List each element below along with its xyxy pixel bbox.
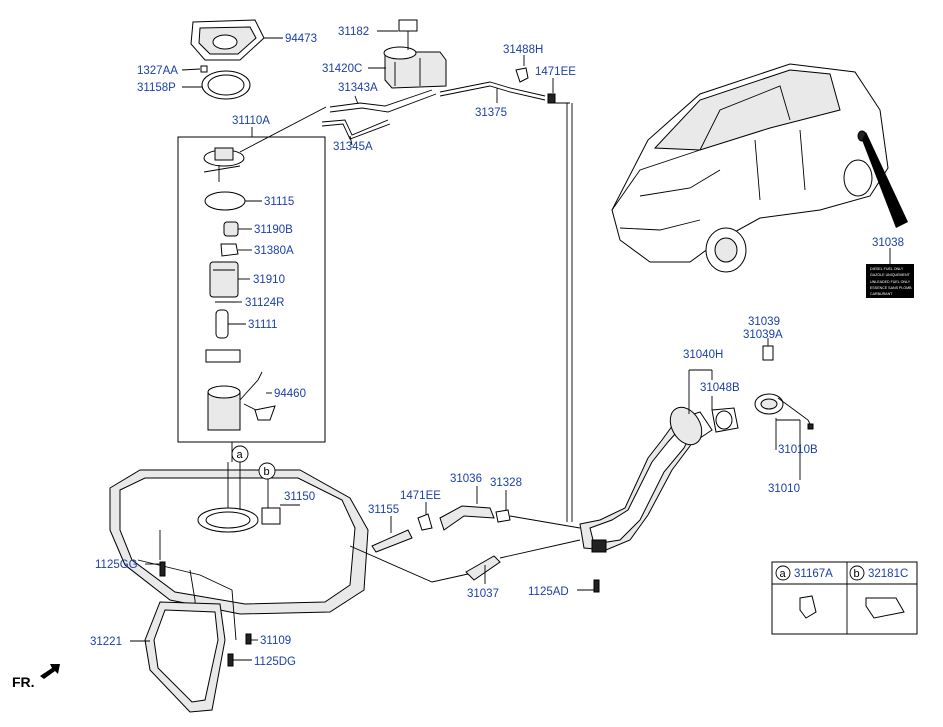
filler-pipe-31040H xyxy=(579,369,713,553)
fuel-label-31038: DIESEL FUEL ONLY GAZOLE UNIQUEMENT UNLEA… xyxy=(866,248,914,298)
svg-text:ESSENCE SANS PLOMB: ESSENCE SANS PLOMB xyxy=(870,286,912,290)
part-label-94460[interactable]: 94460 xyxy=(274,388,306,400)
part-label-31039[interactable]: 31039 xyxy=(748,316,780,328)
filler-hoses xyxy=(349,486,581,584)
part-label-31190B[interactable]: 31190B xyxy=(254,224,293,236)
part-label-31048B[interactable]: 31048B xyxy=(700,382,740,394)
heat-shield-31221 xyxy=(130,601,226,713)
part-label-31115[interactable]: 31115 xyxy=(264,196,294,208)
part-label-1125GG[interactable]: 1125GG xyxy=(95,559,138,571)
part-label-31036[interactable]: 31036 xyxy=(450,473,482,485)
fuel-door-31010 xyxy=(711,338,814,480)
part-label-31343A[interactable]: 31343A xyxy=(338,82,378,94)
callout-a-letter: a xyxy=(237,449,244,461)
part-label-31420C[interactable]: 31420C xyxy=(322,63,362,75)
legend-a-letter: a xyxy=(780,568,787,580)
svg-text:UNLEADED FUEL ONLY: UNLEADED FUEL ONLY xyxy=(870,280,911,284)
part-label-31109[interactable]: 31109 xyxy=(260,635,291,647)
part-label-31155[interactable]: 31155 xyxy=(368,504,399,516)
part-label-31221[interactable]: 31221 xyxy=(90,636,122,648)
svg-text:CARBURANT: CARBURANT xyxy=(870,292,893,296)
part-label-1471EE-mid[interactable]: 1471EE xyxy=(400,490,441,502)
part-label-31037[interactable]: 31037 xyxy=(467,588,499,600)
front-direction-marker: FR. xyxy=(12,664,60,690)
legend-a-part[interactable]: 31167A xyxy=(794,568,833,580)
vapor-lines xyxy=(239,89,437,153)
car-illustration xyxy=(611,63,908,273)
callout-b[interactable]: b xyxy=(258,462,276,480)
part-label-31328[interactable]: 31328 xyxy=(490,477,522,489)
svg-text:DIESEL FUEL ONLY: DIESEL FUEL ONLY xyxy=(870,267,904,271)
part-label-94473[interactable]: 94473 xyxy=(285,33,317,45)
fuel-pump-assembly-box xyxy=(177,127,326,443)
part-label-31039A[interactable]: 31039A xyxy=(743,329,783,341)
part-label-31010[interactable]: 31010 xyxy=(768,483,800,495)
part-label-31010B[interactable]: 31010B xyxy=(778,444,818,456)
front-arrow-icon xyxy=(40,664,60,679)
part-label-31038[interactable]: 31038 xyxy=(872,237,904,249)
svg-text:GAZOLE UNIQUEMENT: GAZOLE UNIQUEMENT xyxy=(870,273,911,277)
part-label-31375[interactable]: 31375 xyxy=(475,107,507,119)
legend-box: a b 31167A 32181C xyxy=(771,561,918,635)
vent-hose-31375 xyxy=(439,55,573,522)
front-label: FR. xyxy=(12,674,35,690)
legend-b-part[interactable]: 32181C xyxy=(868,568,908,580)
part-label-31040H[interactable]: 31040H xyxy=(683,349,723,361)
canister-31420C xyxy=(368,19,447,89)
part-label-31380A[interactable]: 31380A xyxy=(254,245,294,257)
part-label-31111[interactable]: 31111 xyxy=(248,319,277,331)
bolts xyxy=(145,561,600,667)
part-label-1125DG[interactable]: 1125DG xyxy=(254,656,296,668)
cover-plate-94473 xyxy=(190,19,283,61)
callout-a[interactable]: a xyxy=(231,445,249,510)
part-label-31158P[interactable]: 31158P xyxy=(137,82,176,94)
part-label-31124R[interactable]: 31124R xyxy=(245,297,284,309)
clip-b-icon xyxy=(865,597,905,619)
part-label-31345A[interactable]: 31345A xyxy=(333,141,373,153)
fuel-tank-31150 xyxy=(109,442,369,691)
legend-b-letter: b xyxy=(854,568,860,580)
part-label-1327AA[interactable]: 1327AA xyxy=(137,65,178,77)
clip-a-icon xyxy=(799,595,817,619)
part-label-31488H[interactable]: 31488H xyxy=(503,44,543,56)
part-label-1125AD[interactable]: 1125AD xyxy=(528,586,569,598)
part-label-31182[interactable]: 31182 xyxy=(338,26,369,38)
fuel-pump-ring-31158P xyxy=(181,65,251,100)
part-label-1471EE-top[interactable]: 1471EE xyxy=(535,66,576,78)
part-label-31150[interactable]: 31150 xyxy=(284,491,315,503)
callout-b-letter: b xyxy=(264,466,270,478)
part-label-31910[interactable]: 31910 xyxy=(253,274,285,286)
part-label-31110A[interactable]: 31110A xyxy=(232,115,270,127)
